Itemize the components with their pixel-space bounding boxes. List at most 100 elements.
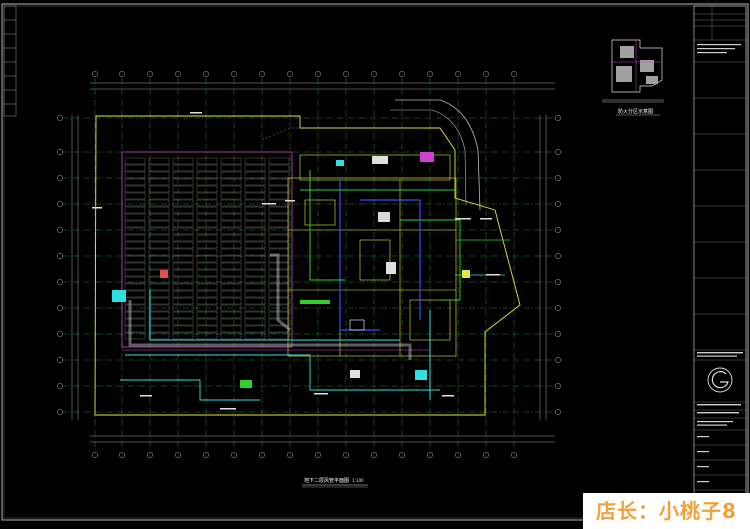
equipment-blocks xyxy=(112,152,470,388)
parking-stall xyxy=(124,192,146,200)
axis-bubble-icon xyxy=(555,253,561,259)
axis-bubble-icon xyxy=(92,452,98,458)
axis-bubble-icon xyxy=(511,71,517,77)
axis-bubble-icon xyxy=(57,305,63,311)
axis-bubble-icon xyxy=(555,201,561,207)
parking-stall xyxy=(220,248,242,256)
parking-stall xyxy=(148,255,170,263)
parking-stall xyxy=(124,255,146,263)
axis-bubble-icon xyxy=(57,279,63,285)
parking-stall xyxy=(196,325,218,333)
parking-stall xyxy=(244,220,266,228)
parking-stall xyxy=(124,213,146,221)
parking-stall xyxy=(268,241,290,249)
parking-stall xyxy=(148,311,170,319)
parking-stall xyxy=(244,325,266,333)
parking-stall xyxy=(268,227,290,235)
parking-stall xyxy=(124,297,146,305)
parking-stall xyxy=(244,311,266,319)
axis-bubble-icon xyxy=(57,253,63,259)
parking-stall xyxy=(196,311,218,319)
parking-stall xyxy=(196,171,218,179)
parking-stall xyxy=(124,276,146,284)
parking-stall xyxy=(172,192,194,200)
parking-stall xyxy=(196,297,218,305)
parking-stall xyxy=(172,276,194,284)
parking-stall xyxy=(268,213,290,221)
parking-stall xyxy=(172,311,194,319)
dimension-lines xyxy=(71,82,555,443)
axis-bubble-icon xyxy=(259,452,265,458)
axis-bubble-icon xyxy=(147,71,153,77)
axis-bubble-icon xyxy=(231,71,237,77)
parking-stall xyxy=(244,164,266,172)
parking-stall xyxy=(124,171,146,179)
axis-bubble-icon xyxy=(259,71,265,77)
parking-stall xyxy=(220,164,242,172)
axis-bubble-icon xyxy=(57,175,63,181)
parking-stall xyxy=(172,241,194,249)
parking-stall xyxy=(244,241,266,249)
parking-stall xyxy=(196,213,218,221)
axis-bubble-icon xyxy=(57,383,63,389)
parking-stall xyxy=(220,304,242,312)
parking-stall xyxy=(220,213,242,221)
axis-bubble-icon xyxy=(119,452,125,458)
parking-stall xyxy=(148,304,170,312)
axis-bubble-icon xyxy=(555,383,561,389)
parking-stall xyxy=(196,185,218,193)
parking-stall xyxy=(172,178,194,186)
parking-stall xyxy=(220,255,242,263)
parking-stall xyxy=(244,290,266,298)
parking-stall xyxy=(124,325,146,333)
parking-stall xyxy=(172,234,194,242)
title-block xyxy=(693,5,747,519)
axis-bubble-icon xyxy=(92,71,98,77)
parking-stall xyxy=(268,164,290,172)
parking-stall xyxy=(148,283,170,291)
parking-stall xyxy=(172,325,194,333)
parking-stall xyxy=(196,290,218,298)
parking-stall xyxy=(124,269,146,277)
parking-stall xyxy=(148,241,170,249)
parking-stall xyxy=(220,262,242,270)
parking-stall xyxy=(172,262,194,270)
axis-bubble-icon xyxy=(343,452,349,458)
parking-stall xyxy=(244,157,266,165)
parking-stall xyxy=(220,290,242,298)
parking-stall xyxy=(220,227,242,235)
parking-stall xyxy=(172,220,194,228)
parking-stall xyxy=(172,290,194,298)
axis-bubble-icon xyxy=(57,201,63,207)
parking-stall xyxy=(124,241,146,249)
parking-stall xyxy=(220,220,242,228)
shop-watermark: 店长：小桃子8 xyxy=(583,493,750,529)
parking-stall xyxy=(244,248,266,256)
parking-stall xyxy=(124,332,146,340)
parking-stall xyxy=(124,311,146,319)
parking-stall xyxy=(148,248,170,256)
parking-stall xyxy=(172,213,194,221)
axis-bubble-icon xyxy=(175,71,181,77)
parking-zone xyxy=(121,151,430,351)
axis-bubble-icon xyxy=(427,71,433,77)
axis-bubble-icon xyxy=(455,71,461,77)
parking-stall xyxy=(196,276,218,284)
parking-stall xyxy=(172,283,194,291)
parking-stall xyxy=(148,262,170,270)
axis-bubble-icon xyxy=(57,115,63,121)
parking-stall xyxy=(196,192,218,200)
parking-stall xyxy=(196,220,218,228)
parking-stall xyxy=(172,269,194,277)
building-outline xyxy=(94,99,521,416)
parking-stall xyxy=(220,318,242,326)
parking-stall xyxy=(124,227,146,235)
parking-stall xyxy=(244,234,266,242)
axis-bubble-icon xyxy=(57,409,63,415)
axis-bubble-icon xyxy=(483,452,489,458)
parking-stall xyxy=(244,297,266,305)
axis-bubble-icon xyxy=(455,452,461,458)
parking-stall xyxy=(172,227,194,235)
axis-bubble-icon xyxy=(119,71,125,77)
